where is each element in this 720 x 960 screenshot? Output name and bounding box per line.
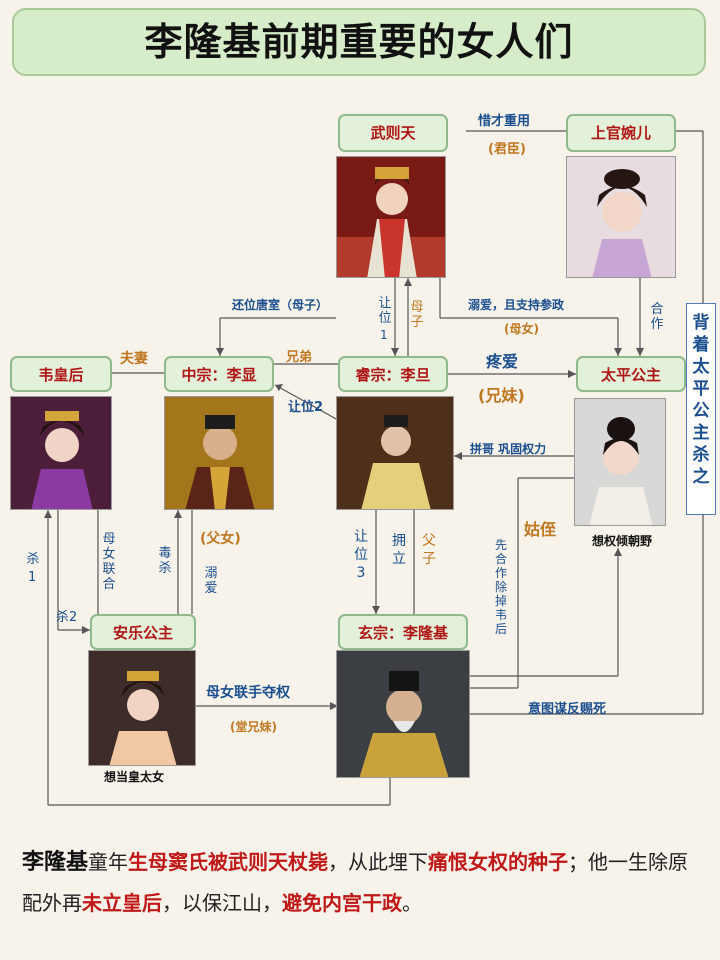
side-note-text: 背着太平公主杀之 — [692, 313, 710, 487]
node-wuzetian: 武则天 — [338, 114, 448, 152]
caption-taiping: 想权倾朝野 — [592, 534, 653, 548]
node-label: 上官婉儿 — [590, 124, 651, 142]
portrait-anle — [88, 650, 196, 766]
page-title: 李隆基前期重要的女人们 — [12, 8, 706, 76]
node-taiping: 太平公主 — [576, 356, 686, 392]
label-niai: 溺爱 — [204, 566, 218, 596]
node-anle: 安乐公主 — [90, 614, 196, 650]
label-tangxiongmei: (堂兄妹) — [230, 720, 277, 734]
label-hezuo: 合作 — [650, 302, 664, 332]
summary-text-4: ，以保江山， — [162, 891, 282, 915]
summary-highlight-3: 未立皇后 — [82, 891, 162, 915]
portrait-xuanzong — [336, 650, 470, 778]
label-sha1: 杀 — [26, 552, 40, 567]
node-ruizong: 睿宗：李旦 — [338, 356, 448, 392]
label-yongli: 拥立 — [392, 533, 406, 567]
label-munu-lianhe: 母女联合 — [102, 532, 116, 592]
label-rangwei1-text: 让位 — [378, 296, 392, 326]
label-rangwei1-num: 1 — [380, 328, 388, 342]
portrait-zhongzong — [164, 396, 274, 510]
label-funu: (父女) — [200, 531, 241, 547]
portrait-ruizong — [336, 396, 454, 510]
portrait-taiping — [574, 398, 666, 526]
node-xuanzong: 玄宗：李隆基 — [338, 614, 468, 650]
summary-text-2: ，从此埋下 — [328, 850, 429, 874]
label-xicai: 惜才重用 — [478, 114, 531, 129]
summary-text-1: 童年 — [88, 850, 129, 874]
summary-text-3: ；他一生除原配外再 — [22, 850, 689, 915]
node-label: 中宗：李显 — [181, 366, 257, 384]
label-muzi: 母子 — [410, 300, 424, 330]
summary-highlight-2: 痛恨女权的种子 — [428, 850, 569, 874]
label-xianhezuo: 先合作除掉韦后 — [494, 538, 507, 636]
label-huanwei: 还位唐室（母子） — [232, 298, 329, 312]
label-munu: (母女) — [504, 322, 539, 336]
node-weihuanghou: 韦皇后 — [10, 356, 112, 392]
portrait-wuzetian — [336, 156, 446, 278]
label-dusha: 毒杀 — [158, 546, 172, 576]
portrait-weihuanghou — [10, 396, 112, 510]
label-tengai: 疼爱 — [486, 352, 519, 371]
node-zhongzong: 中宗：李显 — [164, 356, 274, 392]
label-guzhi: 姑侄 — [524, 520, 557, 539]
summary-name: 李隆基 — [22, 850, 89, 875]
node-label: 玄宗：李隆基 — [357, 624, 448, 642]
summary-text-5: 。 — [402, 891, 422, 915]
side-note-box: 背着太平公主杀之 — [686, 303, 716, 515]
summary-highlight-4: 避免内宫干政 — [282, 891, 402, 915]
label-yitu: 意图谋反赐死 — [528, 702, 607, 717]
label-niai-zhichi: 溺爱，且支持参政 — [468, 298, 565, 312]
label-sha1-num: 1 — [28, 570, 37, 585]
label-rangwei3: 让位3 — [354, 529, 368, 581]
node-label: 安乐公主 — [112, 624, 173, 642]
bottom-summary: 李隆基童年生母窦氏被武则天杖毙，从此埋下痛恨女权的种子；他一生除原配外再未立皇后… — [22, 842, 702, 923]
label-munu-lianshou: 母女联手夺权 — [206, 685, 290, 701]
label-fuqi: 夫妻 — [120, 351, 148, 367]
label-xiongdi: 兄弟 — [286, 350, 313, 365]
node-label: 韦皇后 — [38, 366, 84, 384]
portrait-shangguan — [566, 156, 676, 278]
label-sha2: 杀2 — [56, 610, 78, 625]
node-label: 武则天 — [370, 124, 416, 142]
label-xiongmei: (兄妹) — [478, 386, 525, 405]
node-shangguan: 上官婉儿 — [566, 114, 676, 152]
label-fuzi: 父子 — [422, 533, 436, 567]
label-rangwei1: 让位 — [378, 296, 392, 326]
summary-highlight-1: 生母窦氏被武则天杖毙 — [128, 850, 329, 874]
label-rangwei2: 让位2 — [288, 400, 324, 415]
label-pinge: 拼哥 巩固权力 — [470, 442, 547, 456]
caption-anle: 想当皇太女 — [104, 770, 165, 784]
node-label: 睿宗：李旦 — [355, 366, 431, 384]
label-junchen: (君臣) — [488, 142, 526, 157]
node-label: 太平公主 — [600, 366, 661, 384]
